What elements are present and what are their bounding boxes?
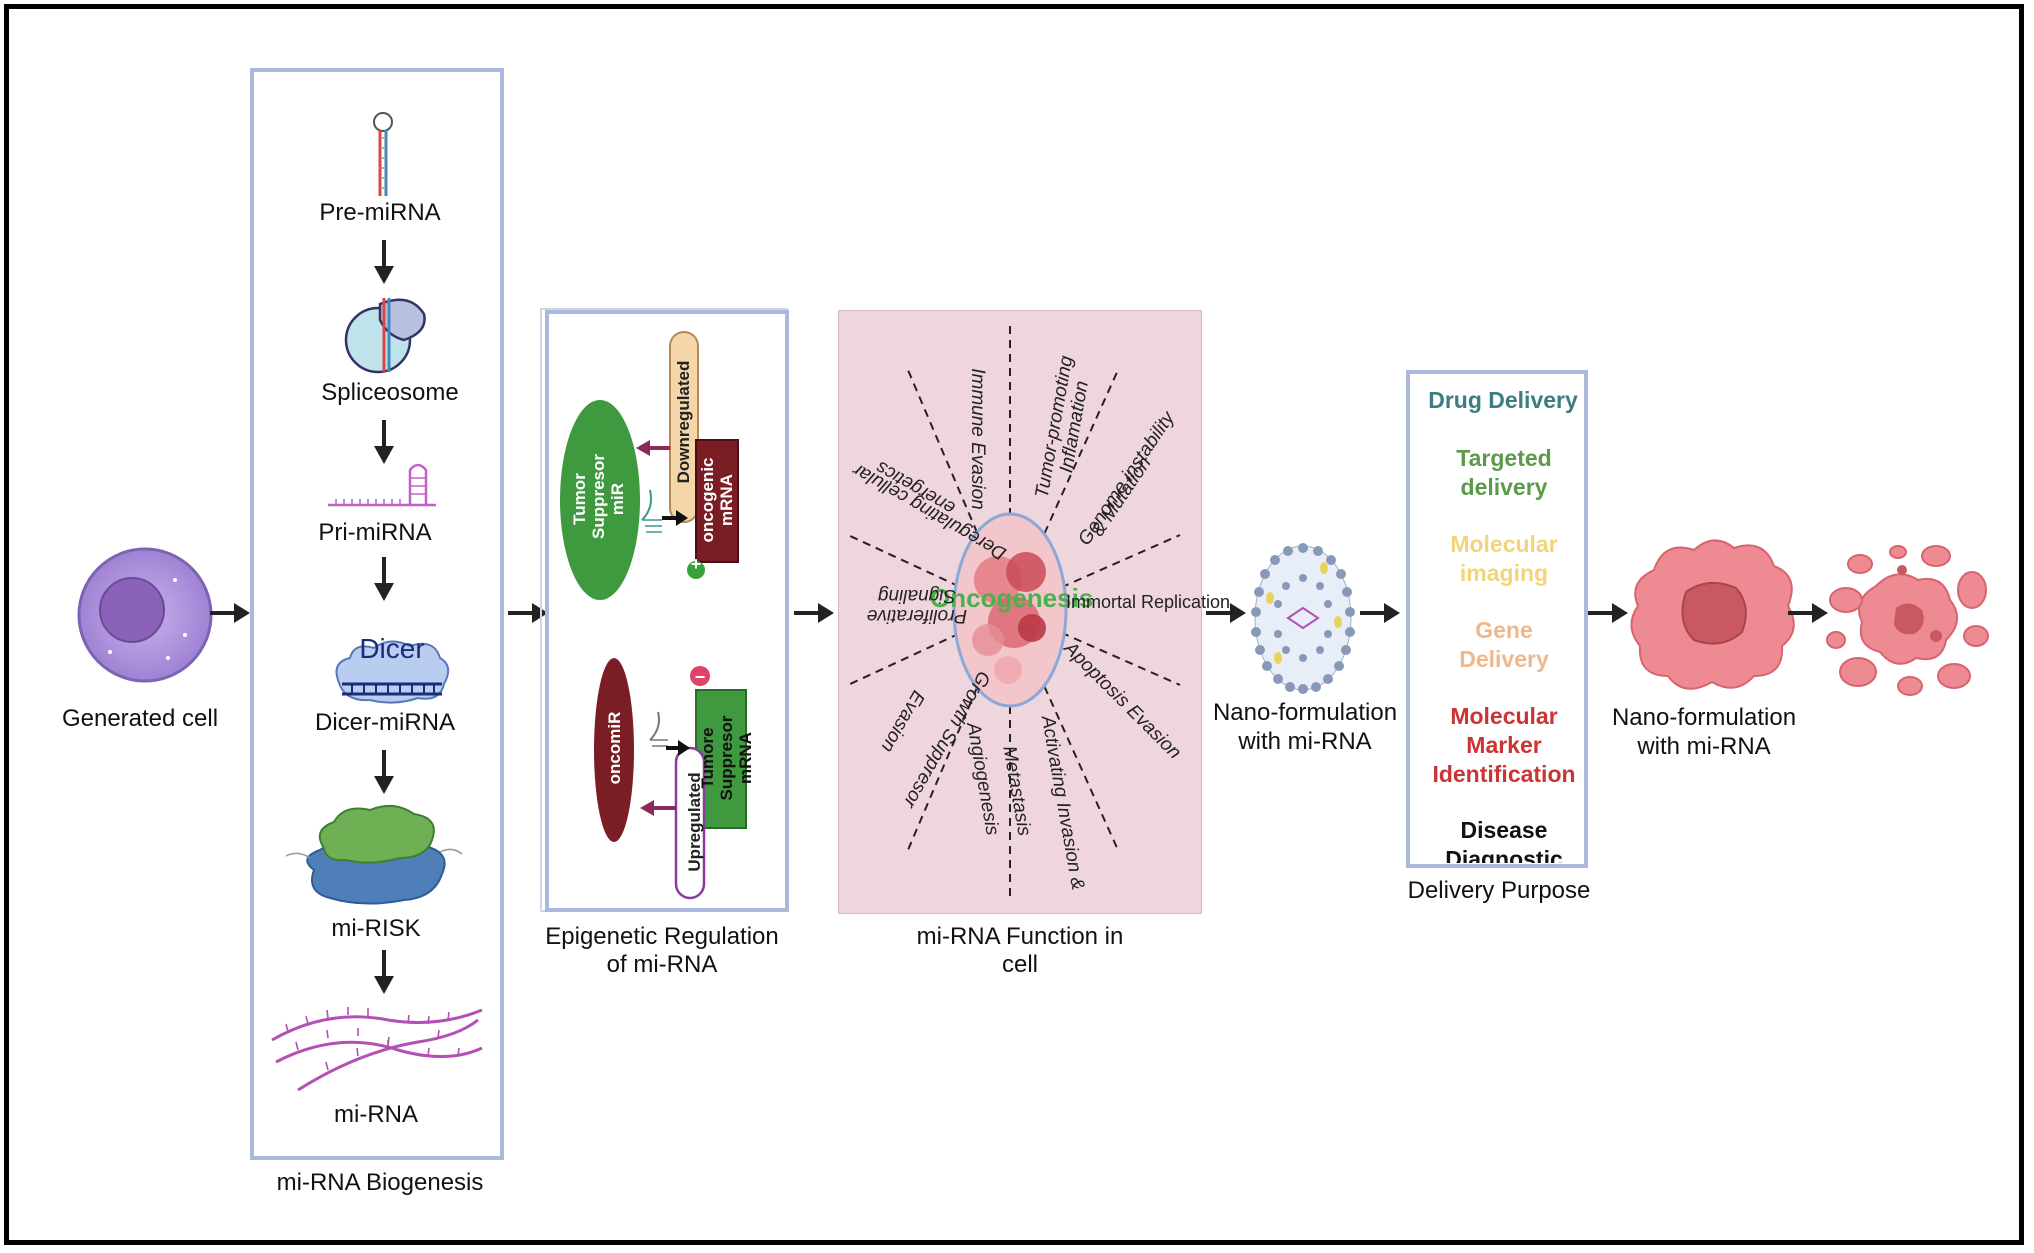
nano-formulation-1-line-1: Nano-formulation [1212,699,1398,726]
nano-formulation-2-line-1: Nano-formulation [1611,704,1797,731]
pri-mirna-label: Pri-miRNA [318,519,432,546]
ray-immune-evasion: Immune Evasion [967,368,988,510]
pre-mirna-label: Pre-miRNA [319,199,441,226]
tumor-suppressor-mrna-line-2: Suppresor [717,715,736,801]
epigenetic-box [545,310,789,912]
plus-sign: + [690,554,702,574]
tumor-suppressor-mrna-line-3: mRNA [736,732,755,784]
epigenetic-diagram [560,331,747,900]
downregulated-label: Downregulated [674,360,693,484]
pri-mirna-icon [328,463,436,507]
tumor-suppressor-mir-ellipse [560,400,640,600]
arrow-down-icon [374,420,394,464]
upregulated-label: Upregulated [685,772,704,872]
arrow-right-icon [1588,603,1628,623]
arrow-down-icon [374,950,394,994]
ray-immortal-replication: Immortal Replication [1066,592,1231,612]
nano-formulation-2-line-2: with mi-RNA [1637,733,1771,760]
mi-risk-complex-icon [285,804,463,905]
generated-cell-icon [77,547,213,683]
dicer-enzyme-label: Dicer [359,633,425,664]
figure-frame [4,4,2024,1245]
purpose-targeted-line-2: delivery [1460,474,1548,500]
oncogenic-mrna-line-1: oncogenic [698,457,717,543]
spliceosome-label: Spliceosome [321,379,459,406]
purpose-targeted-line-1: Targeted [1456,445,1552,471]
purpose-marker-line-1: Molecular [1450,703,1558,729]
arrow-down-icon [374,557,394,601]
arrow-down-icon [374,240,394,284]
dicer-mirna-label: Dicer-miRNA [315,709,455,736]
oncogenic-mrna-line-2: mRNA [717,474,736,526]
dicer-icon [335,640,450,704]
liposome-nanoparticle-icon [1251,543,1355,694]
arrow-right-icon [1206,603,1246,623]
delivery-purpose-label: Delivery Purpose [1407,877,1591,904]
mi-rna-strands-icon [271,1007,483,1092]
fragmented-cell-icon [1826,545,1989,696]
purpose-imaging-line-1: Molecular [1450,531,1558,557]
minus-circle [690,666,710,686]
ray-proliferative-line-2: Signaling [877,585,957,606]
cancer-cell-icon [1630,539,1795,690]
epigenetic-title-line-2: of mi-RNA [606,951,718,978]
minus-sign: − [694,667,706,687]
tumor-suppressor-mir-line-2: Suppresor [589,453,608,539]
tumor-suppressor-mir-line-1: Tumor [570,473,589,525]
purpose-imaging-line-2: imaging [1459,560,1549,586]
spliceosome-icon [344,298,426,374]
pre-mirna-hairpin-icon [373,112,393,196]
ray-proliferative-line-1: Proliferative [866,605,968,626]
plus-circle [687,561,705,579]
nano-formulation-1-line-2: with mi-RNA [1238,728,1372,755]
tumor-suppressor-mir-line-3: miR [608,482,627,516]
epigenetic-title-line-1: Epigenetic Regulation [545,923,779,950]
arrow-right-icon [1360,603,1400,623]
purpose-diagnostic-line-1: Disease [1460,817,1548,843]
function-title-line-1: mi-RNA Function in [916,923,1124,950]
generated-cell-label: Generated cell [61,705,219,732]
purpose-drug-delivery: Drug Delivery [1428,387,1578,413]
function-rays [847,322,1181,900]
purpose-marker-line-2: Marker [1466,732,1542,758]
arrow-down-icon [374,750,394,794]
delivery-purpose-box [1406,370,1588,868]
mi-risk-label: mi-RISK [331,915,421,942]
purpose-marker-line-3: Identification [1432,761,1576,787]
biogenesis-title: mi-RNA Biogenesis [276,1169,484,1196]
oncomir-ellipse [594,658,634,842]
purpose-diagnostic-line-2: Diagnostic [1445,846,1563,863]
purpose-gene-line-1: Gene [1475,617,1533,643]
mi-rna-label: mi-RNA [334,1101,418,1128]
purpose-gene-line-2: Delivery [1459,646,1549,672]
arrow-right-icon [1788,603,1828,623]
arrow-right-icon [794,603,834,623]
oncogenesis-center-label: Oncogenesis [930,583,1094,613]
function-title-line-2: cell [1001,951,1038,978]
arrow-right-icon [210,603,250,623]
oncomir-label: oncomiR [605,711,624,785]
oncogenic-mrna-box [695,439,739,563]
biogenesis-box [250,68,504,1160]
downregulated-pill [669,331,699,523]
